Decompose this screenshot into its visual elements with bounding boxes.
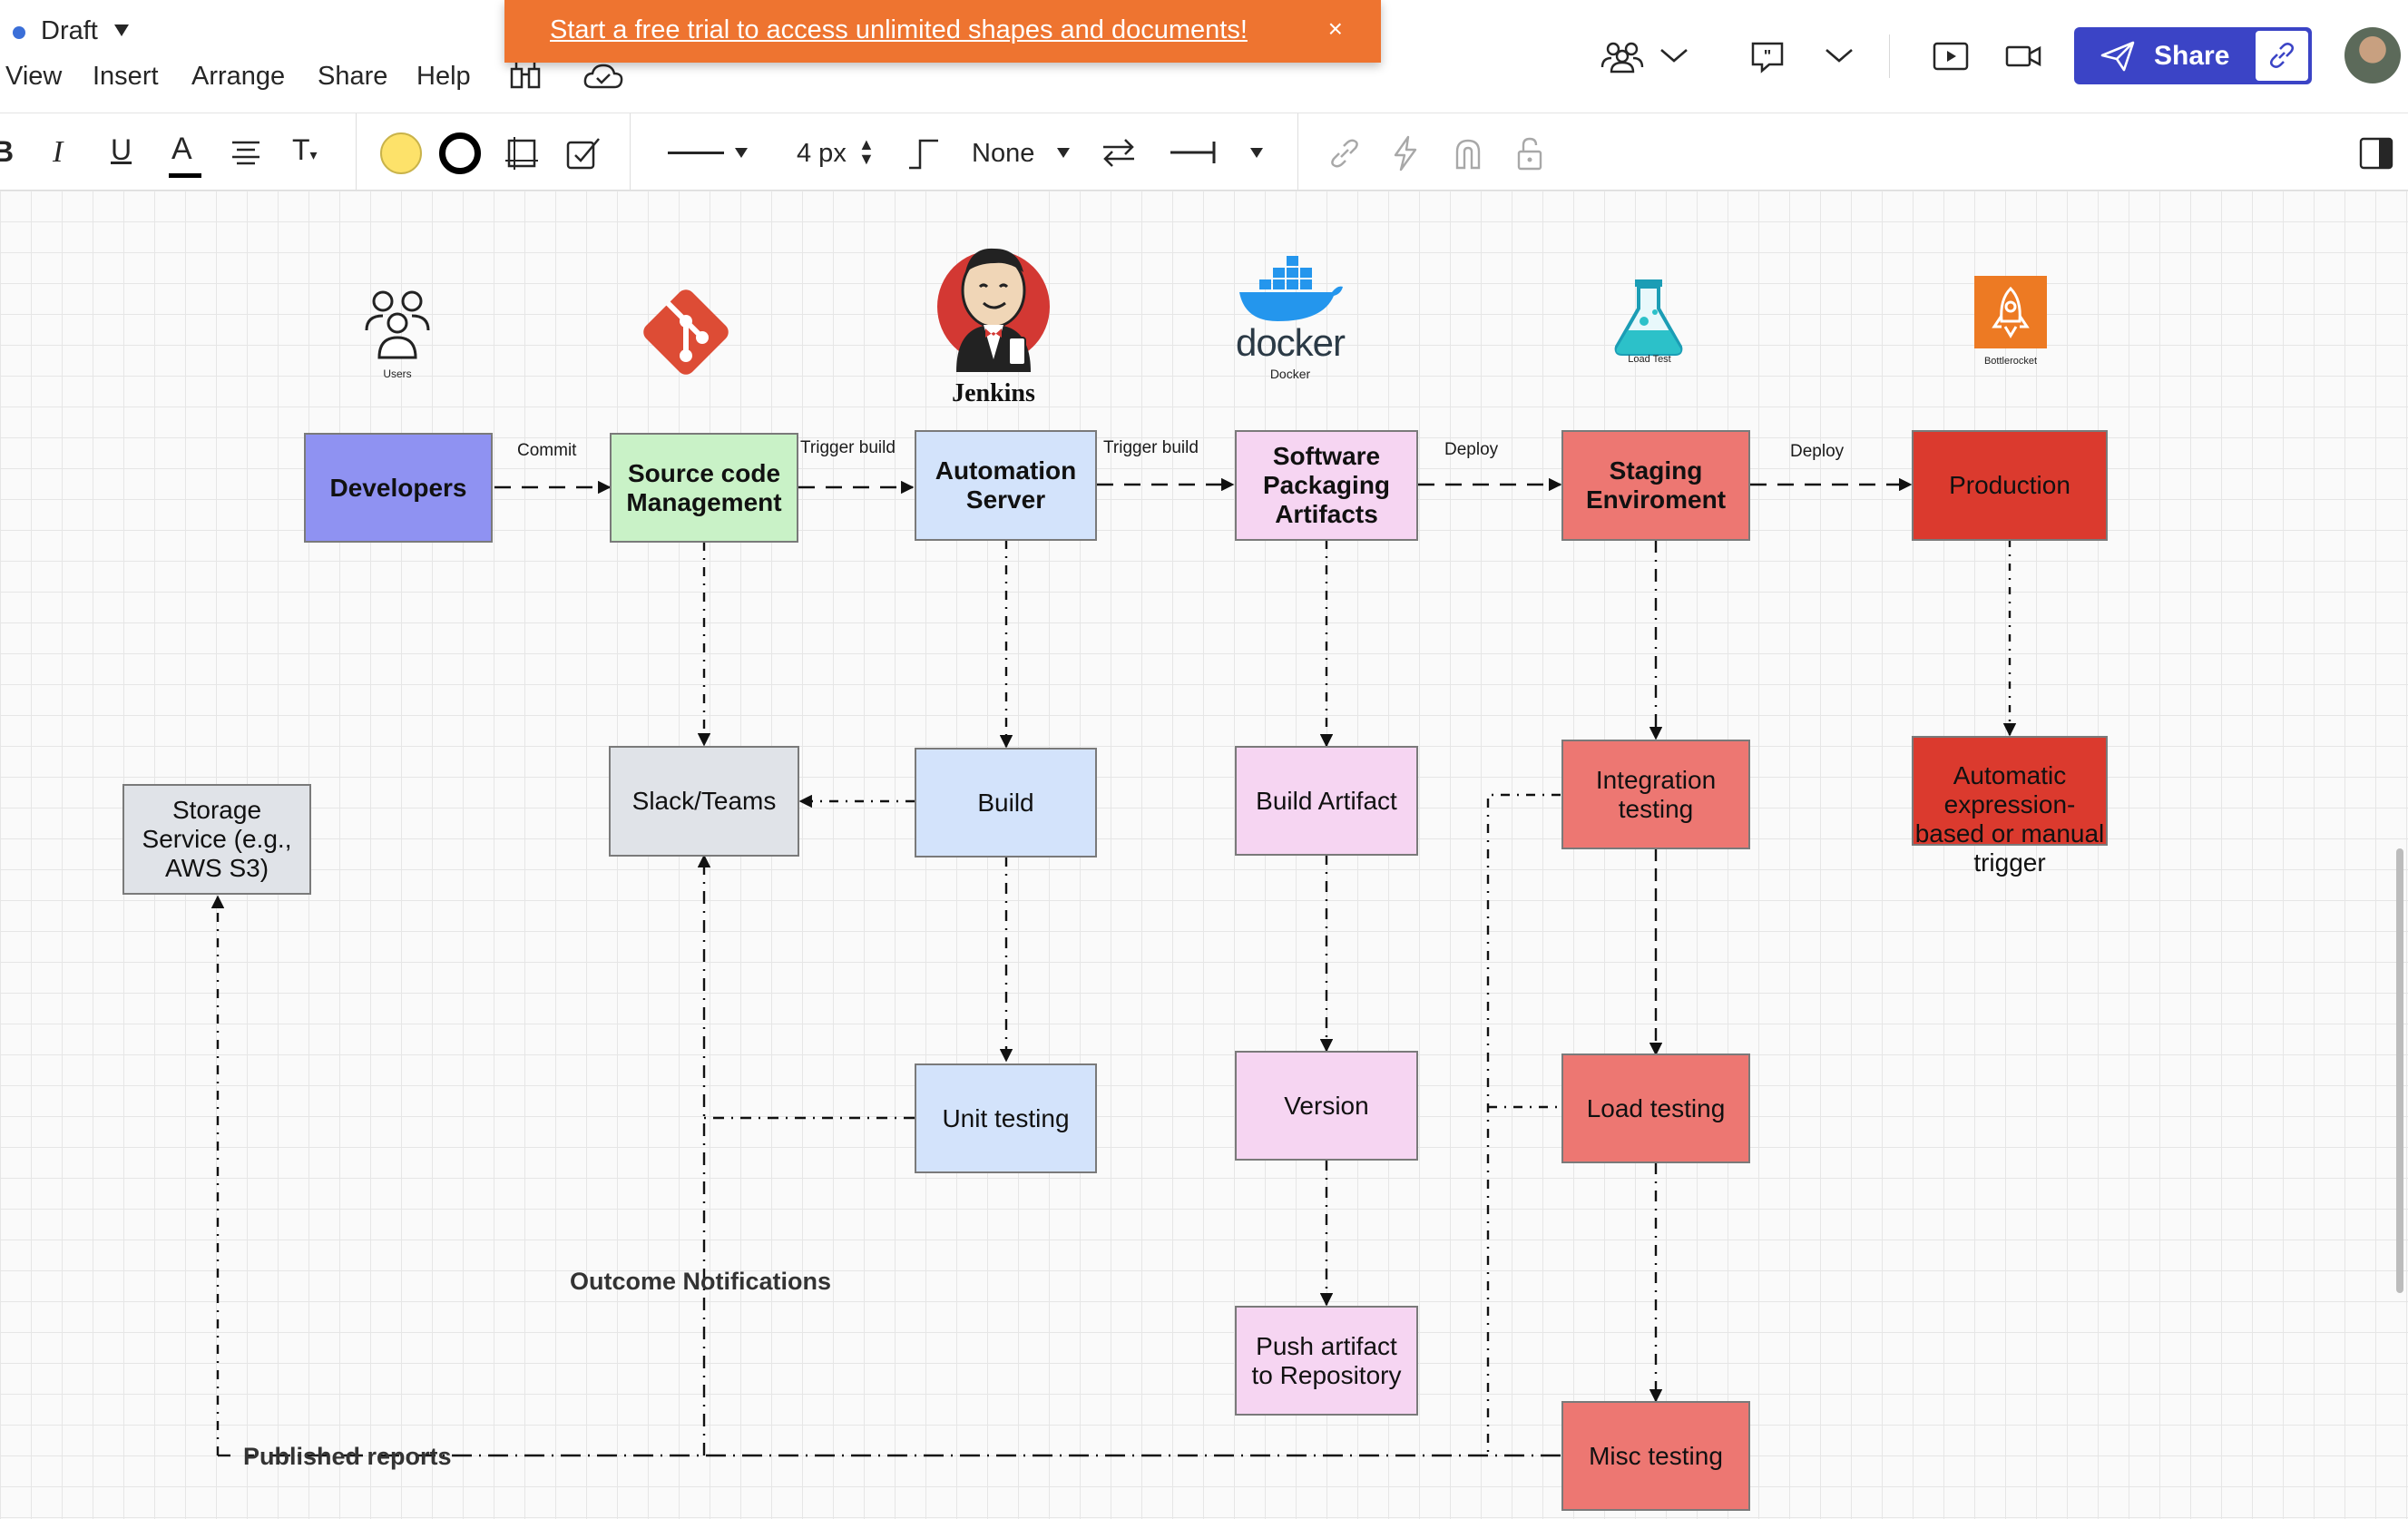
chevron-down-icon[interactable] [1659, 45, 1689, 65]
menu-arrange[interactable]: Arrange [191, 62, 286, 91]
label-outcome-notifications: Outcome Notifications [570, 1268, 832, 1295]
menu-insert[interactable]: Insert [93, 62, 159, 91]
edge-label-trigger-build-1: Trigger build [800, 438, 896, 457]
label-published-reports: Published reports [243, 1443, 452, 1470]
node-storage-service[interactable]: Storage Service (e.g., AWS S3) [122, 784, 311, 895]
users-icon [365, 290, 430, 359]
docker-whale-icon [1239, 256, 1343, 321]
line-end-icon[interactable] [1169, 139, 1218, 166]
line-style-icon[interactable] [668, 152, 724, 154]
docker-wordmark: docker [1235, 321, 1346, 364]
bottlerocket-caption: Bottlerocket [1983, 356, 2038, 367]
magnet-icon[interactable] [1452, 137, 1484, 170]
diagram-canvas[interactable]: Users Jenkins docker Docker Load T [0, 191, 2408, 1519]
trial-banner: Start a free trial to access unlimited s… [504, 0, 1381, 63]
text-color-swatch [169, 173, 201, 178]
align-icon[interactable] [230, 140, 261, 165]
toolbar-separator [630, 113, 631, 191]
doc-status-dot [13, 26, 25, 39]
edge-testing-feedback[interactable] [1486, 793, 1561, 1455]
node-staging-environment[interactable]: Staging Enviroment [1561, 430, 1750, 541]
line-endpoint-value[interactable]: None [972, 139, 1035, 168]
comment-icon[interactable]: " [1749, 40, 1786, 74]
node-load-testing[interactable]: Load testing [1561, 1054, 1750, 1163]
panel-toggle-icon[interactable] [2359, 137, 2393, 170]
edge-label-commit: Commit [517, 441, 577, 460]
jenkins-logo-icon [937, 248, 1050, 372]
chevron-down-icon[interactable] [1057, 148, 1070, 158]
format-toolbar: B I U A T▾ 4 px ▲▼ None [0, 113, 2408, 191]
lightning-icon[interactable] [1390, 135, 1421, 172]
load-test-caption: Load Test [1628, 354, 1671, 365]
chevron-down-icon[interactable] [1824, 45, 1855, 65]
node-slack-teams[interactable]: Slack/Teams [609, 746, 799, 857]
chevron-down-icon[interactable] [735, 148, 748, 158]
toolbar-separator [1889, 34, 1890, 78]
link-icon [2269, 43, 2295, 68]
node-software-packaging[interactable]: Software Packaging Artifacts [1235, 430, 1418, 541]
italic-icon[interactable]: I [53, 135, 64, 169]
chevron-down-icon[interactable] [1250, 148, 1263, 158]
node-push-artifact[interactable]: Push artifact to Repository [1235, 1306, 1418, 1416]
edge-label-deploy-1: Deploy [1444, 440, 1499, 459]
swap-arrows-icon[interactable] [1100, 137, 1138, 168]
share-button[interactable]: Share [2074, 27, 2312, 84]
vertical-scrollbar[interactable] [2396, 848, 2403, 1293]
menu-share[interactable]: Share [318, 62, 388, 91]
node-developers[interactable]: Developers [304, 433, 493, 543]
link-icon[interactable] [1328, 137, 1361, 170]
node-production[interactable]: Production [1912, 430, 2108, 541]
collaborators-icon[interactable] [1599, 38, 1646, 74]
send-icon [2100, 41, 2135, 72]
text-options-icon[interactable]: T▾ [292, 133, 318, 166]
cloud-saved-icon[interactable] [582, 62, 624, 93]
trial-banner-link[interactable]: Start a free trial to access unlimited s… [550, 15, 1248, 44]
line-width-stepper-icon[interactable]: ▲▼ [858, 135, 875, 168]
node-source-code-management[interactable]: Source code Management [610, 433, 798, 543]
close-icon[interactable]: × [1327, 15, 1343, 43]
node-unit-testing[interactable]: Unit testing [915, 1063, 1097, 1173]
copy-link-button[interactable] [2256, 31, 2308, 81]
node-build-artifact[interactable]: Build Artifact [1235, 746, 1418, 856]
lock-icon[interactable] [1515, 135, 1544, 172]
load-test-flask-icon [1614, 279, 1683, 356]
node-automation-server[interactable]: Automation Server [915, 430, 1097, 541]
svg-text:": " [1764, 47, 1772, 65]
feature-find-icon[interactable] [508, 60, 543, 94]
video-icon[interactable] [2005, 42, 2041, 71]
menu-view[interactable]: View [5, 62, 63, 91]
share-label: Share [2154, 41, 2230, 71]
edge-label-trigger-build-2: Trigger build [1103, 438, 1199, 457]
users-caption: Users [383, 368, 412, 380]
node-version[interactable]: Version [1235, 1051, 1418, 1161]
style-settings-icon[interactable] [564, 133, 602, 172]
fill-color-swatch[interactable] [380, 132, 422, 174]
present-icon[interactable] [1933, 42, 1969, 71]
title-bar: Draft View Insert Arrange Share Help Sta… [0, 0, 2408, 113]
node-automatic-trigger[interactable]: Automatic expression-based or manual tri… [1912, 736, 2108, 877]
line-color-swatch[interactable] [439, 132, 481, 174]
underline-icon[interactable]: U [111, 133, 132, 166]
git-icon [643, 289, 729, 375]
menu-help[interactable]: Help [416, 62, 471, 91]
docker-caption: Docker [1269, 367, 1311, 381]
line-width-value[interactable]: 4 px [797, 139, 847, 168]
line-shape-icon[interactable] [905, 135, 942, 172]
jenkins-wordmark: Jenkins [952, 379, 1035, 407]
connectors [210, 477, 2017, 1457]
toolbar-separator [356, 113, 357, 191]
node-build[interactable]: Build [915, 748, 1097, 858]
node-misc-testing[interactable]: Misc testing [1561, 1401, 1750, 1511]
doc-menu-caret-icon[interactable] [114, 24, 129, 36]
edge-label-deploy-2: Deploy [1790, 442, 1845, 461]
toolbar-separator [1297, 113, 1298, 191]
shape-options-icon[interactable] [504, 135, 540, 172]
text-color-icon[interactable]: A [171, 132, 192, 166]
avatar[interactable] [2344, 27, 2401, 83]
doc-title[interactable]: Draft [41, 16, 98, 45]
bottlerocket-icon [1974, 276, 2047, 348]
node-integration-testing[interactable]: Integration testing [1561, 740, 1750, 849]
bold-icon[interactable]: B [0, 135, 15, 168]
